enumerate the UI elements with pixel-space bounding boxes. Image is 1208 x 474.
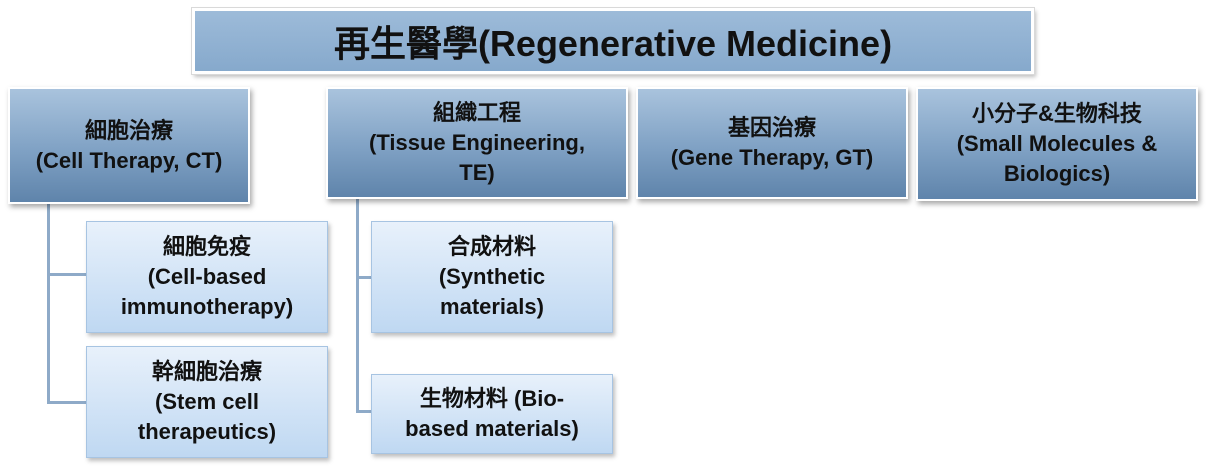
category-small-molecules: 小分子&生物科技 (Small Molecules & Biologics) bbox=[916, 87, 1198, 201]
subcategory-synthetic-materials: 合成材料 (Synthetic materials) bbox=[371, 221, 613, 333]
connector-te-child2 bbox=[356, 410, 372, 413]
subcategory-cell-immunotherapy: 細胞免疫 (Cell-based immunotherapy) bbox=[86, 221, 328, 333]
connector-te-child1 bbox=[356, 276, 372, 279]
small-molecules-en-line1: (Small Molecules & bbox=[956, 131, 1158, 156]
stem-cell-zh: 幹細胞治療 bbox=[151, 359, 262, 384]
connector-ct-vertical bbox=[47, 204, 50, 404]
synthetic-materials-en-line1: (Synthetic bbox=[438, 264, 546, 289]
category-gene-therapy: 基因治療 (Gene Therapy, GT) bbox=[636, 87, 908, 199]
cell-therapy-zh: 細胞治療 bbox=[84, 117, 173, 143]
bio-materials-line2: based materials) bbox=[405, 416, 579, 441]
gene-therapy-en: (Gene Therapy, GT) bbox=[670, 145, 874, 170]
small-molecules-zh: 小分子&生物科技 bbox=[972, 101, 1142, 126]
connector-ct-child1 bbox=[47, 273, 87, 276]
category-tissue-engineering: 組織工程 (Tissue Engineering, TE) bbox=[326, 87, 628, 199]
tissue-engineering-zh: 組織工程 bbox=[432, 100, 521, 125]
stem-cell-en-line1: (Stem cell bbox=[155, 389, 259, 414]
subcategory-bio-based-materials: 生物材料 (Bio- based materials) bbox=[371, 374, 613, 454]
tissue-engineering-en-line1: (Tissue Engineering, bbox=[369, 130, 585, 155]
cell-therapy-en: (Cell Therapy, CT) bbox=[35, 147, 223, 173]
synthetic-materials-en-line2: materials) bbox=[440, 294, 544, 319]
bio-materials-line1: 生物材料 (Bio- bbox=[419, 386, 565, 411]
category-cell-therapy: 細胞治療 (Cell Therapy, CT) bbox=[8, 87, 250, 204]
tissue-engineering-en-line2: TE) bbox=[459, 160, 495, 185]
cell-immunotherapy-en-line2: immunotherapy) bbox=[120, 294, 294, 319]
small-molecules-en-line2: Biologics) bbox=[1003, 161, 1111, 186]
root-title-text: 再生醫學(Regenerative Medicine) bbox=[333, 23, 893, 64]
connector-ct-child2 bbox=[47, 401, 87, 404]
gene-therapy-zh: 基因治療 bbox=[727, 115, 816, 140]
subcategory-stem-cell: 幹細胞治療 (Stem cell therapeutics) bbox=[86, 346, 328, 458]
stem-cell-en-line2: therapeutics) bbox=[137, 419, 277, 444]
synthetic-materials-zh: 合成材料 bbox=[447, 234, 536, 259]
cell-immunotherapy-en-line1: (Cell-based bbox=[147, 264, 267, 289]
root-node-title: 再生醫學(Regenerative Medicine) bbox=[192, 8, 1034, 74]
cell-immunotherapy-zh: 細胞免疫 bbox=[162, 234, 251, 259]
connector-te-vertical bbox=[356, 199, 359, 413]
